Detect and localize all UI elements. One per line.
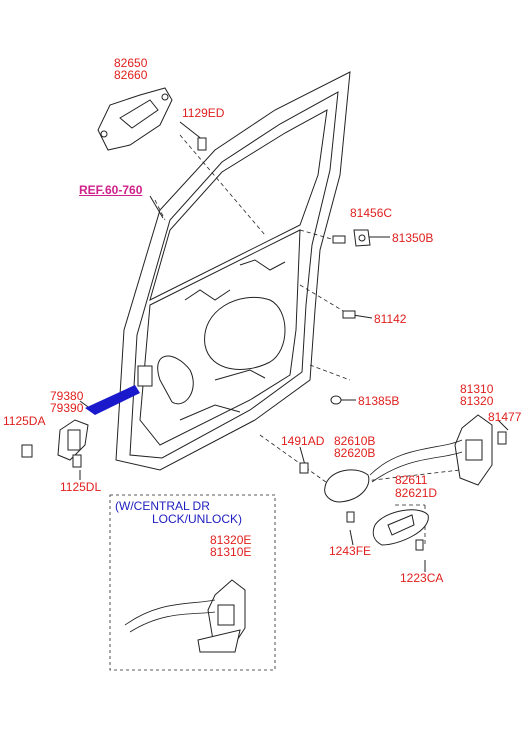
leader-81456C: [299, 229, 336, 241]
label-82611: 82611: [395, 473, 428, 487]
label-1125DL: 1125DL: [60, 480, 102, 494]
door-checker-79380: [21, 419, 89, 468]
leader-latch: [259, 434, 331, 486]
part-81350B: [332, 229, 371, 247]
line-1491AD: [299, 446, 306, 466]
hinge-part: [137, 365, 153, 387]
label-1223CA: 1223CA: [400, 571, 444, 585]
label-82650: 82650: [114, 56, 148, 70]
outside-handle-82611: [372, 509, 429, 546]
label-79390: 79390: [50, 401, 84, 415]
note-central-lock-1: (W/CENTRAL DR: [115, 499, 210, 513]
label-1125DA: 1125DA: [3, 414, 46, 428]
label-81310: 81310: [460, 382, 494, 396]
latch-81310: [454, 414, 507, 486]
label-81320: 81320: [460, 394, 494, 408]
label-82610B: 82610B: [334, 434, 376, 448]
label-81456C: 81456C: [350, 206, 393, 220]
latch-cables: [369, 439, 463, 483]
inside-handle-82650: [97, 87, 173, 151]
label-81320E: 81320E: [210, 533, 252, 547]
label-1243FE: 1243FE: [329, 544, 372, 558]
note-central-lock-2: LOCK/UNLOCK): [152, 512, 243, 526]
outside-handle-82610B: [299, 462, 370, 503]
line-1129ED: [179, 121, 204, 141]
leader-ref: [154, 199, 166, 221]
label-1491AD: 1491AD: [281, 434, 325, 448]
label-82660: 82660: [114, 68, 148, 82]
door-inner-panel: [139, 229, 301, 446]
door-internal-structure: [179, 259, 286, 421]
line-81142: [352, 314, 373, 319]
label-ref-60-760: REF.60-760: [79, 183, 143, 197]
label-82620B: 82620B: [334, 446, 376, 460]
screw-81142: [342, 310, 356, 319]
door-speaker-hole: [157, 355, 194, 405]
door-window-frame: [149, 109, 328, 301]
checker-arrow: [85, 385, 140, 415]
label-81385B: 81385B: [358, 394, 400, 408]
line-81477: [497, 419, 509, 431]
screw-1223CA: [415, 539, 424, 551]
central-lock-cables: [124, 599, 216, 633]
door-frame-outer: [115, 71, 351, 471]
label-81142: 81142: [374, 312, 407, 326]
leader-81385B: [309, 364, 351, 381]
label-81350B: 81350B: [392, 231, 434, 245]
label-81310E: 81310E: [210, 545, 252, 559]
cap-81385B: [330, 395, 342, 405]
screw-1243FE: [346, 511, 355, 523]
leader-handle: [179, 134, 266, 236]
label-81477: 81477: [488, 410, 522, 424]
line-1243FE: [349, 529, 354, 546]
door-cutout: [204, 296, 286, 370]
line-ref: [149, 195, 164, 219]
label-1129ED: 1129ED: [182, 106, 225, 120]
label-79380: 79380: [50, 389, 84, 403]
leader-81142: [299, 284, 351, 316]
central-lock-box: [109, 494, 276, 671]
door-frame-inner: [129, 91, 339, 459]
latch-81310E: [197, 579, 246, 653]
label-82621D: 82621D: [395, 486, 438, 500]
bolt-1129ED: [197, 137, 207, 151]
